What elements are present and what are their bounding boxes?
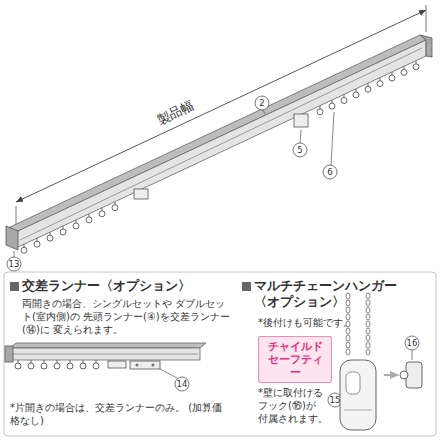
runner-ring [47,235,53,241]
runner-stem [44,360,45,363]
callout-number: 13 [9,259,20,269]
heading-text: マルチチェーンハンガー 〈オプション〉 [254,278,404,310]
runner-ring [389,75,395,81]
body-text: *後付けも可能です。 [258,316,434,329]
runner-stem [96,360,97,363]
runner-ring [93,363,99,369]
callout-number: 5 [297,145,302,155]
chain-link [346,342,350,348]
badge-text: チャイルド セーフティー [264,340,326,379]
runner-ring [34,241,40,247]
runner-ring [317,109,323,115]
callout-number: 15 [330,395,341,405]
runner-row [21,61,419,253]
chain-link [366,328,370,334]
runner-ring [401,69,407,75]
chain-link [346,307,350,313]
runner-ring [377,81,383,87]
heading-square [242,282,251,291]
heading-square [10,282,19,291]
runner-ring [67,363,73,369]
chain-link [366,349,370,355]
chain-link [366,335,370,341]
chain-link [366,293,370,299]
note-text: *壁に取付ける フック(⑯)が 付属されます。 [258,386,328,425]
runner-ring [413,64,419,70]
runner-ring [28,363,34,369]
runner-ring [73,223,79,229]
runner-stem [57,360,58,363]
chain-link [346,335,350,341]
chain-link [366,314,370,320]
note-text: *片開きの場合は、交差ランナーのみ。 (加算価格なし) [10,401,230,427]
callout-number: 14 [177,379,188,389]
chain-link [346,349,350,355]
body-text: 両開きの場合、シングルセットや ダブルセット(室内側)の 先頭ランナー(④)を交… [22,297,232,336]
runner-ring [353,92,359,98]
runner-stem [70,360,71,363]
runner-ring [112,205,118,211]
runner-stem [31,360,32,363]
section-heading: マルチチェーンハンガー 〈オプション〉 [242,278,434,310]
callout-number: 16 [407,338,418,348]
runner-ring [54,363,60,369]
dimension-label: 製品幅 [154,98,196,129]
runner-ring [41,363,47,369]
callout-number: 6 [327,167,332,177]
runner-ring [15,363,21,369]
runner-stem [416,61,417,64]
runner-ring [80,363,86,369]
callout-number: 2 [259,98,264,108]
chain-link [346,300,350,306]
runner-stem [18,360,19,363]
runner-ring [329,103,335,109]
runner-ring [86,217,92,223]
chain-link [366,342,370,348]
section-heading: 交差ランナー〈オプション〉 [10,278,232,294]
runner-ring [21,247,27,253]
runner-ring [341,97,347,103]
chain-link [346,328,350,334]
runner-ring [60,229,66,235]
runner-row [15,360,99,369]
chain-link [346,293,350,299]
heading-text: 交差ランナー〈オプション〉 [22,278,191,294]
option-section: マルチチェーンハンガー 〈オプション〉*後付けも可能です。*壁に取付ける フック… [242,278,434,329]
chain-link [366,321,370,327]
chain-link [366,307,370,313]
option-section: 交差ランナー〈オプション〉両開きの場合、シングルセットや ダブルセット(室内側)… [10,278,232,336]
chain-link [366,300,370,306]
runner-stem [83,360,84,363]
runner-ring [99,211,105,217]
badge-box: チャイルド セーフティー [258,336,332,383]
runner-ring [365,86,371,92]
